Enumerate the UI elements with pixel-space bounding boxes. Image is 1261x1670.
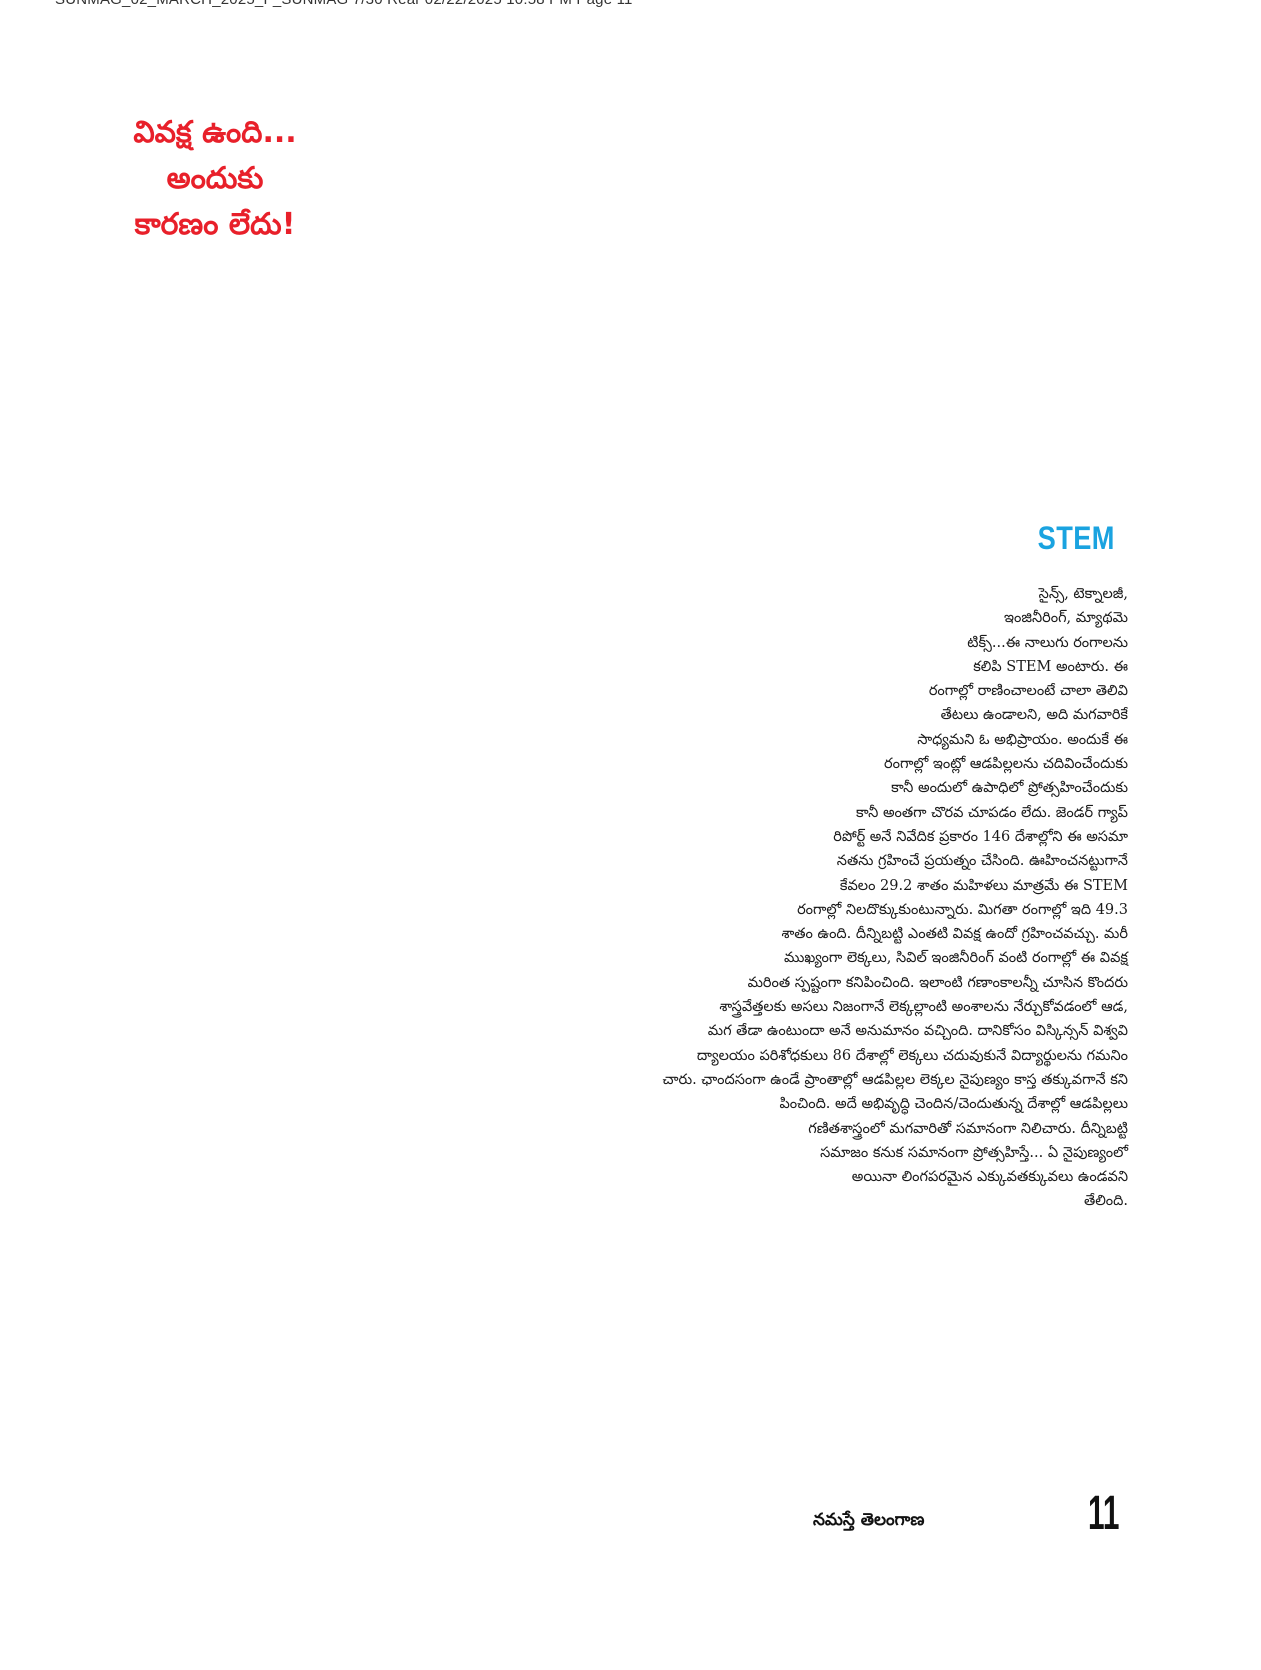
article-line: రిపోర్ట్‌ అనే నివేదిక ప్రకారం 146 దేశాల్… [833, 828, 1128, 845]
article-line: టిక్స్‌...ఈ నాలుగు రంగాలను [967, 634, 1128, 651]
article-line: కానీ అంతగా చొరవ చూపడం లేదు. జెండర్‌ గ్యా… [856, 804, 1128, 821]
article-line: రంగాల్లో నిలదొక్కుకుంటున్నారు. మిగతా రంగ… [797, 901, 1128, 918]
article-line: శాతం ఉంది. దీన్నిబట్టి ఎంతటి వివక్ష ఉందో… [781, 926, 1128, 943]
article-line: ద్యాలయం పరిశోధకులు 86 దేశాల్లో లెక్కలు చ… [696, 1047, 1128, 1064]
article-line: గణితశాస్త్రంలో మగవారితో సమానంగా నిలిచారు… [808, 1120, 1128, 1137]
article-line: తేటలు ఉండాలని, అది మగవారికే [940, 707, 1128, 724]
printer-slug: SUNMAG_02_MARCH_2025_F_SUNMAG 7/30 Rear … [55, 0, 633, 8]
article-line: రంగాల్లో రాణించాలంటే చాలా తెలివి [928, 683, 1128, 700]
headline-line-3: కారణం లేదు! [134, 207, 296, 242]
article-line: సాధ్యమని ఓ అభిప్రాయం. అందుకే ఈ [917, 731, 1128, 748]
article-line: కానీ అందులో ఉపాధిలో ప్రోత్సహించేందుకు [891, 780, 1128, 797]
article-line: ముఖ్యంగా లెక్కలు, సివిల్‌ ఇంజినీరింగ్‌ వ… [784, 950, 1128, 967]
article-line: కేవలం 29.2 శాతం మహిళలు మాత్రమే ఈ STEM [839, 877, 1128, 894]
headline-line-1: వివక్ష ఉంది... [133, 115, 297, 150]
section-heading: STEM [1037, 520, 1115, 556]
article-body: సైన్స్‌, టెక్నాలజీ, ఇంజినీరింగ్‌, మ్యాథమె… [568, 582, 1128, 1214]
page-number: 11 [1088, 1487, 1120, 1540]
headline: వివక్ష ఉంది... అందుకు కారణం లేదు! [100, 110, 330, 248]
article-line: సైన్స్‌, టెక్నాలజీ, [1038, 586, 1128, 602]
article-line: మగ తేడా ఉంటుందా అనే అనుమానం వచ్చింది. దా… [707, 1023, 1128, 1040]
article-line: మరింత స్పష్టంగా కనిపించింది. ఇలాంటి గణాం… [747, 974, 1128, 991]
article-line: సమాజం కనుక సమానంగా ప్రోత్సహిస్తే... ఏ నై… [820, 1144, 1128, 1161]
article-line: రంగాల్లో ఇంట్లో ఆడపిల్లలను చదివించేందుకు [884, 756, 1128, 773]
article-line: శాస్త్రవేత్తలకు అసలు నిజంగానే లెక్కల్లాం… [719, 999, 1128, 1016]
article-line: కలిపి STEM అంటారు. ఈ [973, 658, 1128, 675]
article-line: ఇంజినీరింగ్‌, మ్యాథమె [1004, 610, 1128, 627]
footer-brand: నమస్తే తెలంగాణ [813, 1510, 925, 1530]
article-line: అయినా లింగపరమైన ఎక్కువతక్కువలు ఉండవని [851, 1169, 1128, 1186]
article-line: తేలింది. [1084, 1193, 1128, 1210]
article-line: నతను గ్రహించే ప్రయత్నం చేసింది. ఊహించనట్… [836, 853, 1128, 870]
article-line: చారు. ఛాందసంగా ఉండే ప్రాంతాల్లో ఆడపిల్లల… [662, 1071, 1128, 1088]
article-line: పించింది. అదే అభివృద్ధి చెందిన/చెందుతున్… [779, 1096, 1128, 1113]
headline-line-2: అందుకు [166, 161, 264, 196]
